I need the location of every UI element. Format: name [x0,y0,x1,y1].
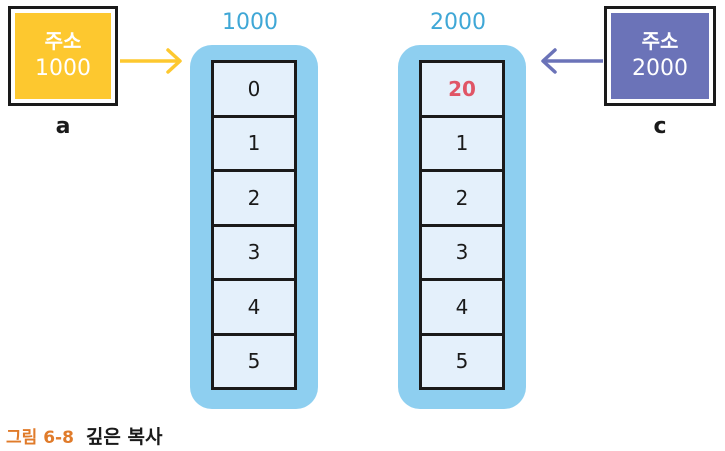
variable-a-address-value: 1000 [35,56,91,81]
array-cell: 5 [422,335,502,387]
array-2-cells: 20 1 2 3 4 5 [419,60,505,390]
array-cell: 4 [422,281,502,336]
array-1-address: 1000 [222,10,278,35]
array-cell: 3 [214,226,294,281]
variable-a-name: a [55,114,71,139]
arrow-a-to-array [120,48,182,74]
variable-a-address-fill: 주소 1000 [15,13,111,99]
array-cell: 3 [422,226,502,281]
array-cell: 1 [422,117,502,172]
array-2-address: 2000 [430,10,486,35]
arrow-c-to-array [541,48,603,74]
variable-a-address-label: 주소 [44,29,82,53]
variable-c-address-label: 주소 [641,29,679,53]
array-1: 0 1 2 3 4 5 [190,45,318,409]
array-cell: 5 [214,335,294,387]
array-cell: 1 [214,117,294,172]
variable-c-address-box: 주소 2000 [604,6,716,106]
array-2: 20 1 2 3 4 5 [398,45,526,409]
figure-caption: 그림 6-8 깊은 복사 [6,422,162,449]
array-cell: 2 [214,172,294,227]
variable-a-address-box: 주소 1000 [8,6,118,106]
variable-c-address-value: 2000 [632,56,688,81]
variable-c-name: c [653,114,667,139]
array-cell-modified: 20 [422,63,502,118]
array-cell: 0 [214,63,294,118]
array-cell: 2 [422,172,502,227]
array-cell: 4 [214,281,294,336]
figure-title: 깊은 복사 [85,426,163,448]
array-1-cells: 0 1 2 3 4 5 [211,60,297,390]
figure-number: 그림 6-8 [6,428,74,448]
variable-c-address-fill: 주소 2000 [611,13,709,99]
